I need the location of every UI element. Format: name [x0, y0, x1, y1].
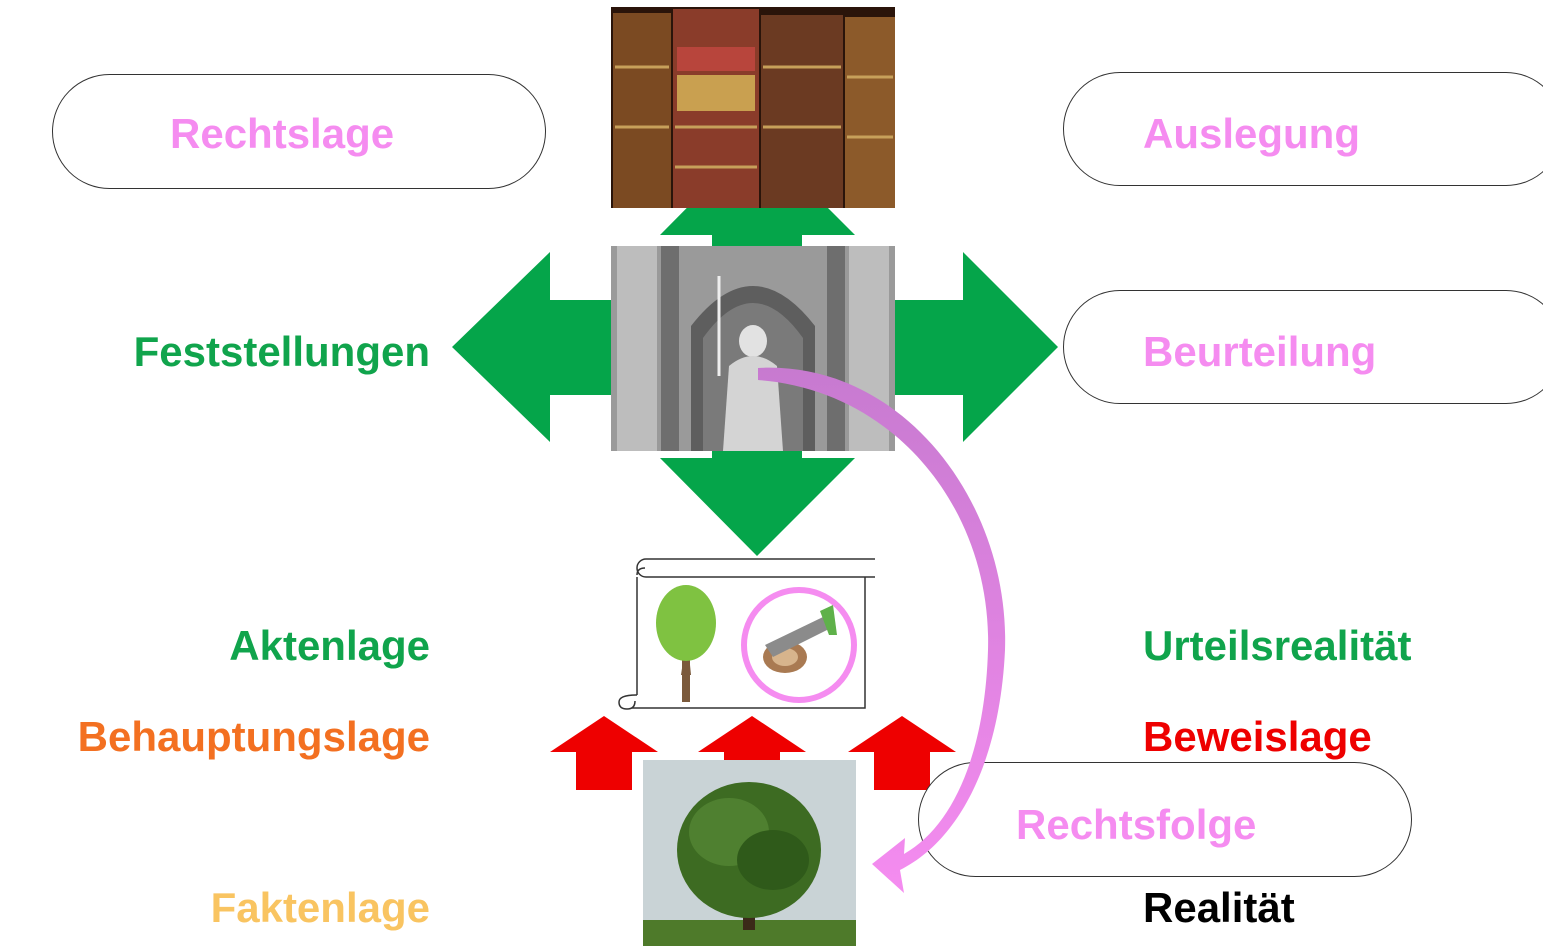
red-arrow-icon	[550, 716, 658, 790]
tree-icon	[656, 585, 716, 702]
label-rechtsfolge: Rechtsfolge	[1016, 801, 1257, 848]
saw-icon	[741, 587, 857, 703]
label-feststellungen: Feststellungen	[133, 328, 430, 375]
label-urteilsrealitaet: Urteilsrealität	[1143, 622, 1412, 669]
label-realitaet: Realität	[1143, 884, 1295, 931]
label-faktenlage: Faktenlage	[210, 884, 430, 931]
label-beweislage: Beweislage	[1143, 713, 1372, 760]
label-auslegung: Auslegung	[1143, 110, 1360, 157]
arrow-left-icon	[452, 252, 620, 442]
label-rechtslage: Rechtslage	[170, 110, 395, 157]
pill-rechtslage	[52, 74, 546, 189]
label-behauptungslage: Behauptungslage	[77, 713, 430, 760]
red-arrow-icon	[848, 716, 956, 790]
pill-beurteilung	[1063, 290, 1543, 404]
arrow-down-icon	[660, 430, 855, 556]
label-aktenlage: Aktenlage	[229, 622, 430, 669]
books-image	[611, 7, 895, 208]
pill-rechtsfolge	[918, 762, 1412, 877]
pill-auslegung	[1063, 72, 1543, 186]
label-beurteilung: Beurteilung	[1143, 328, 1377, 375]
tree-photo	[643, 760, 856, 946]
scroll-document	[618, 558, 875, 710]
arrow-right-icon	[890, 252, 1058, 442]
